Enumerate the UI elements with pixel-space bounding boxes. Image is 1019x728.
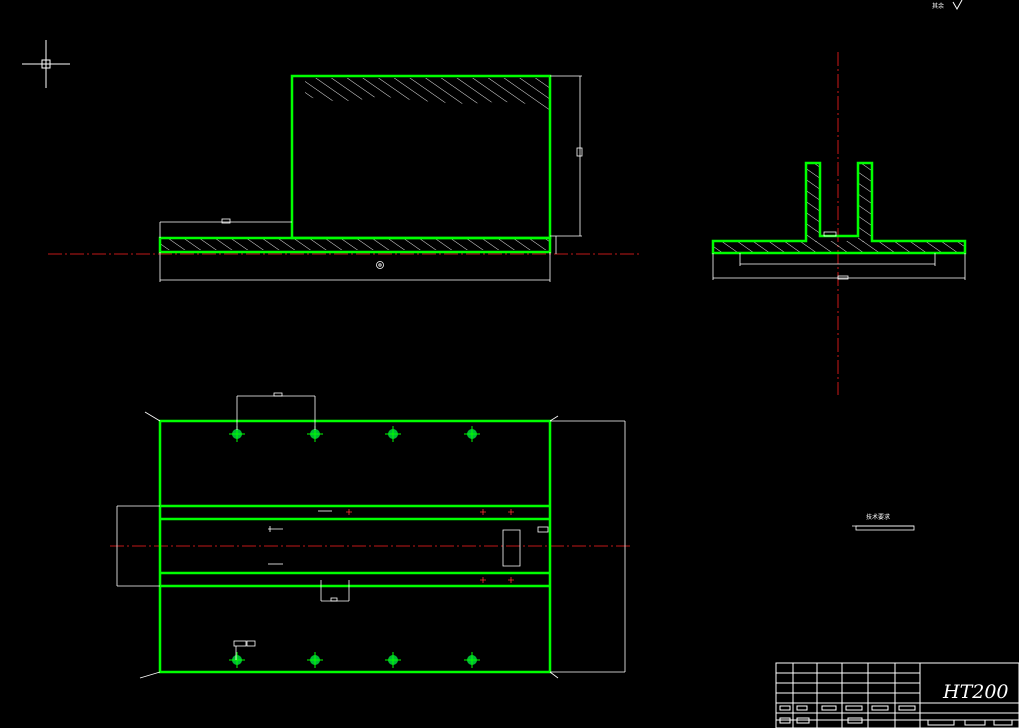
front-dimensions bbox=[159, 75, 583, 282]
technical-requirements-note: 技术要求 bbox=[852, 513, 915, 531]
top-outline bbox=[158, 419, 552, 674]
side-hatch bbox=[713, 164, 965, 253]
side-section-view[interactable] bbox=[711, 52, 967, 395]
title-block[interactable]: HT200 bbox=[775, 662, 1019, 728]
crosshair-cursor-icon bbox=[22, 40, 70, 88]
material-label: HT200 bbox=[942, 681, 1009, 703]
base-plate-hatch bbox=[160, 238, 550, 250]
top-plan-view[interactable] bbox=[110, 392, 632, 679]
side-dimensions bbox=[712, 231, 966, 280]
surface-finish-note: 其余 bbox=[932, 0, 963, 11]
top-dimensions bbox=[116, 392, 626, 679]
svg-text:其余: 其余 bbox=[932, 2, 944, 10]
front-outline bbox=[158, 74, 552, 254]
top-plate-hatch bbox=[305, 78, 550, 110]
svg-text:技术要求: 技术要求 bbox=[866, 513, 890, 521]
front-section-view[interactable] bbox=[48, 74, 642, 282]
side-outline bbox=[711, 161, 967, 255]
center-mark-icon bbox=[346, 509, 514, 583]
bolt-hole-icon bbox=[228, 425, 481, 669]
